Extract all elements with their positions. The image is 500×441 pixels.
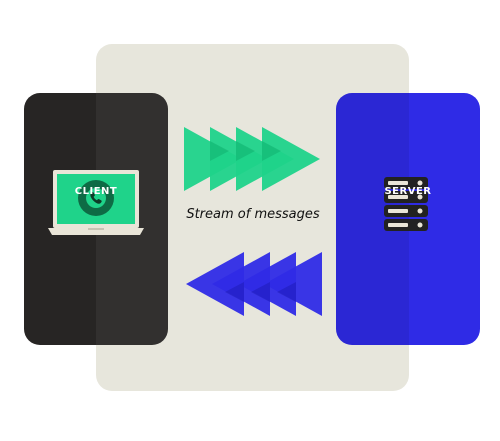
client-label: CLIENT <box>74 186 118 197</box>
server-label: SERVER <box>384 186 432 197</box>
server-card: SERVER <box>336 93 480 345</box>
client-card: CLIENT <box>24 93 168 345</box>
incoming-message-arrows <box>186 252 322 316</box>
server-rack-icon <box>384 177 428 231</box>
outgoing-message-arrows <box>184 127 320 191</box>
laptop-phone-icon <box>48 170 144 235</box>
stream-caption: Stream of messages <box>186 207 320 222</box>
outgoing-arrow-4 <box>262 127 320 191</box>
incoming-arrow-4 <box>186 252 244 316</box>
